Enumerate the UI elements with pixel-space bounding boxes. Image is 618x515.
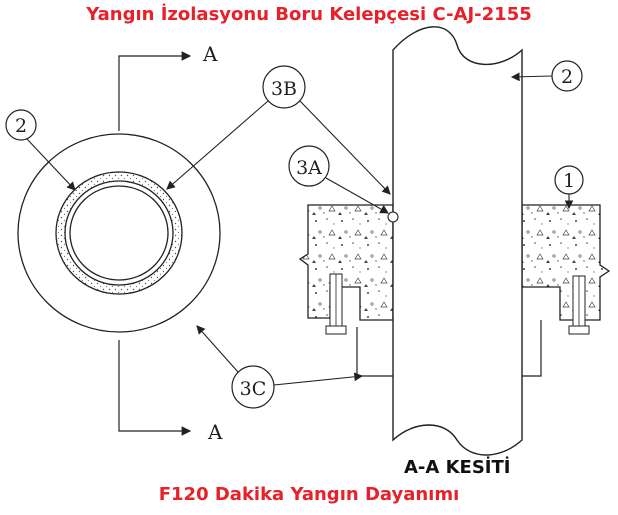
callout-3B-text: 3B (271, 78, 297, 100)
section-marker-top: A (202, 42, 218, 66)
pipe-inner-circle (69, 185, 169, 281)
diagram-title: Yangın İzolasyonu Boru Kelepçesi C-AJ-21… (86, 4, 532, 25)
callout-2-right-text: 2 (561, 66, 573, 88)
wall-slab-left (298, 204, 394, 377)
section-marker-bottom: A (207, 420, 223, 444)
section-line (118, 51, 192, 436)
callout-2-left-circle (5, 109, 37, 141)
callout-3C-circle (231, 365, 275, 409)
fire-rating-subtitle: F120 Dakika Yangın Dayanımı (158, 484, 460, 505)
callout-3B-circle (262, 65, 306, 109)
pipe-section (392, 26, 523, 456)
wall-slab-right (521, 204, 611, 377)
callout-1-text: 1 (563, 170, 575, 192)
section-label: A-A KESİTİ (404, 457, 511, 478)
sealant-bead (387, 211, 399, 223)
callout-3C-text: 3C (240, 378, 267, 400)
collar-outer-ring (17, 133, 221, 333)
pipe-outer-circle (64, 180, 174, 286)
callout-3A-text: 3A (296, 157, 322, 179)
plan-view (17, 133, 221, 333)
callout-2-left-text: 2 (15, 115, 27, 137)
callout-3A-circle (288, 145, 330, 187)
